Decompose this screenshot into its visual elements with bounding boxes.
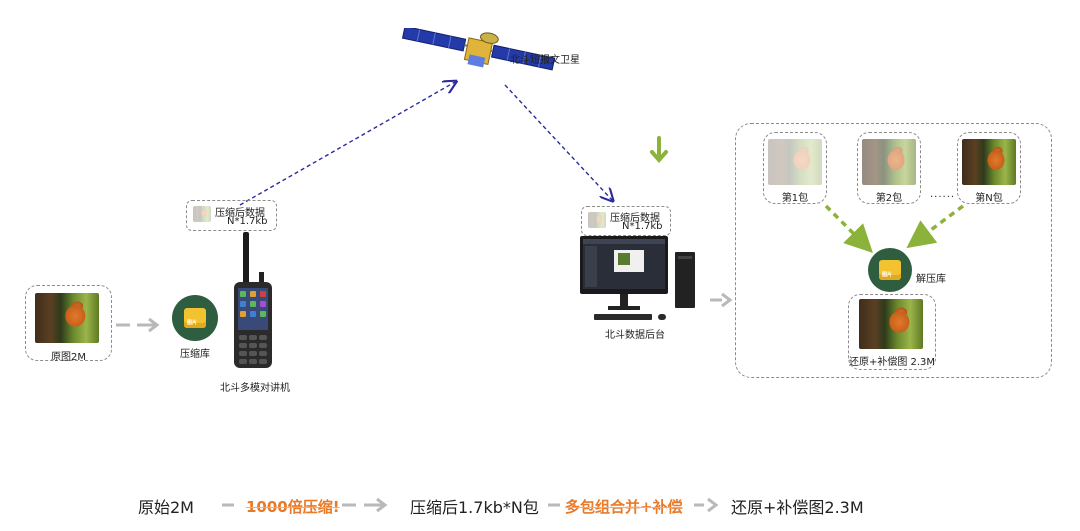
packet-2-label: 第2包 xyxy=(875,193,903,204)
bottom-arrow-1 xyxy=(222,497,388,513)
restored-label: 还原+补偿图 2.3M xyxy=(848,357,936,368)
flow-step-1: 原始2M xyxy=(138,498,194,517)
original-photo xyxy=(35,293,99,343)
packet-1-card xyxy=(763,132,827,204)
compressed-data-right-line1: 压缩后数据 xyxy=(610,213,660,224)
uplink-arrow xyxy=(239,82,455,206)
grey-arrow-1 xyxy=(116,317,160,333)
packet-n-label: 第N包 xyxy=(975,193,1003,204)
compress-library-label: 压缩库 xyxy=(180,349,210,360)
radio-device-icon xyxy=(234,232,272,368)
restored-image-card xyxy=(848,294,936,370)
backend-computer-icon xyxy=(580,236,695,320)
packets-region xyxy=(735,123,1052,378)
packet-1-photo xyxy=(768,139,822,185)
flow-step-3: 还原+补偿图2.3M xyxy=(731,498,864,517)
compressed-data-left xyxy=(186,200,277,231)
packet-2-photo xyxy=(862,139,916,185)
green-arrow-packet1 xyxy=(824,204,873,253)
original-image-card xyxy=(25,285,112,361)
packet-n-photo xyxy=(962,139,1016,185)
compressed-data-left-line2: N*1.7kb xyxy=(227,216,268,227)
compressed-thumb-right xyxy=(588,212,606,228)
packet-2-card xyxy=(857,132,921,204)
compressed-data-right xyxy=(581,206,671,236)
decompress-library-label: 解压库 xyxy=(916,274,946,285)
compressed-thumb-left xyxy=(193,206,211,222)
flow-op-1: 1000倍压缩! xyxy=(246,498,340,516)
grey-arrow-2 xyxy=(710,292,733,308)
backend-label: 北斗数据后台 xyxy=(605,330,665,341)
packets-ellipsis: ...... xyxy=(930,189,956,200)
compressed-data-right-line2: N*1.7kb xyxy=(622,221,663,232)
radio-label: 北斗多模对讲机 xyxy=(220,383,290,394)
green-down-arrow xyxy=(650,136,668,164)
packet-1-label: 第1包 xyxy=(781,193,809,204)
downlink-arrow xyxy=(504,84,612,200)
compressed-data-left-line1: 压缩后数据 xyxy=(215,208,265,219)
restored-photo xyxy=(859,299,923,349)
flow-step-2: 压缩后1.7kb*N包 xyxy=(410,498,539,517)
satellite-label: 北斗短报文卫星 xyxy=(510,55,580,66)
decompress-library-icon: 图片 xyxy=(868,248,912,292)
satellite-icon xyxy=(401,28,556,71)
packet-n-card xyxy=(957,132,1021,204)
compress-library-icon: 图片 xyxy=(172,295,218,341)
bottom-arrow-2 xyxy=(548,497,719,513)
flow-op-2: 多包组合并+补偿 xyxy=(565,498,683,516)
original-label: 原图2M xyxy=(51,352,86,363)
